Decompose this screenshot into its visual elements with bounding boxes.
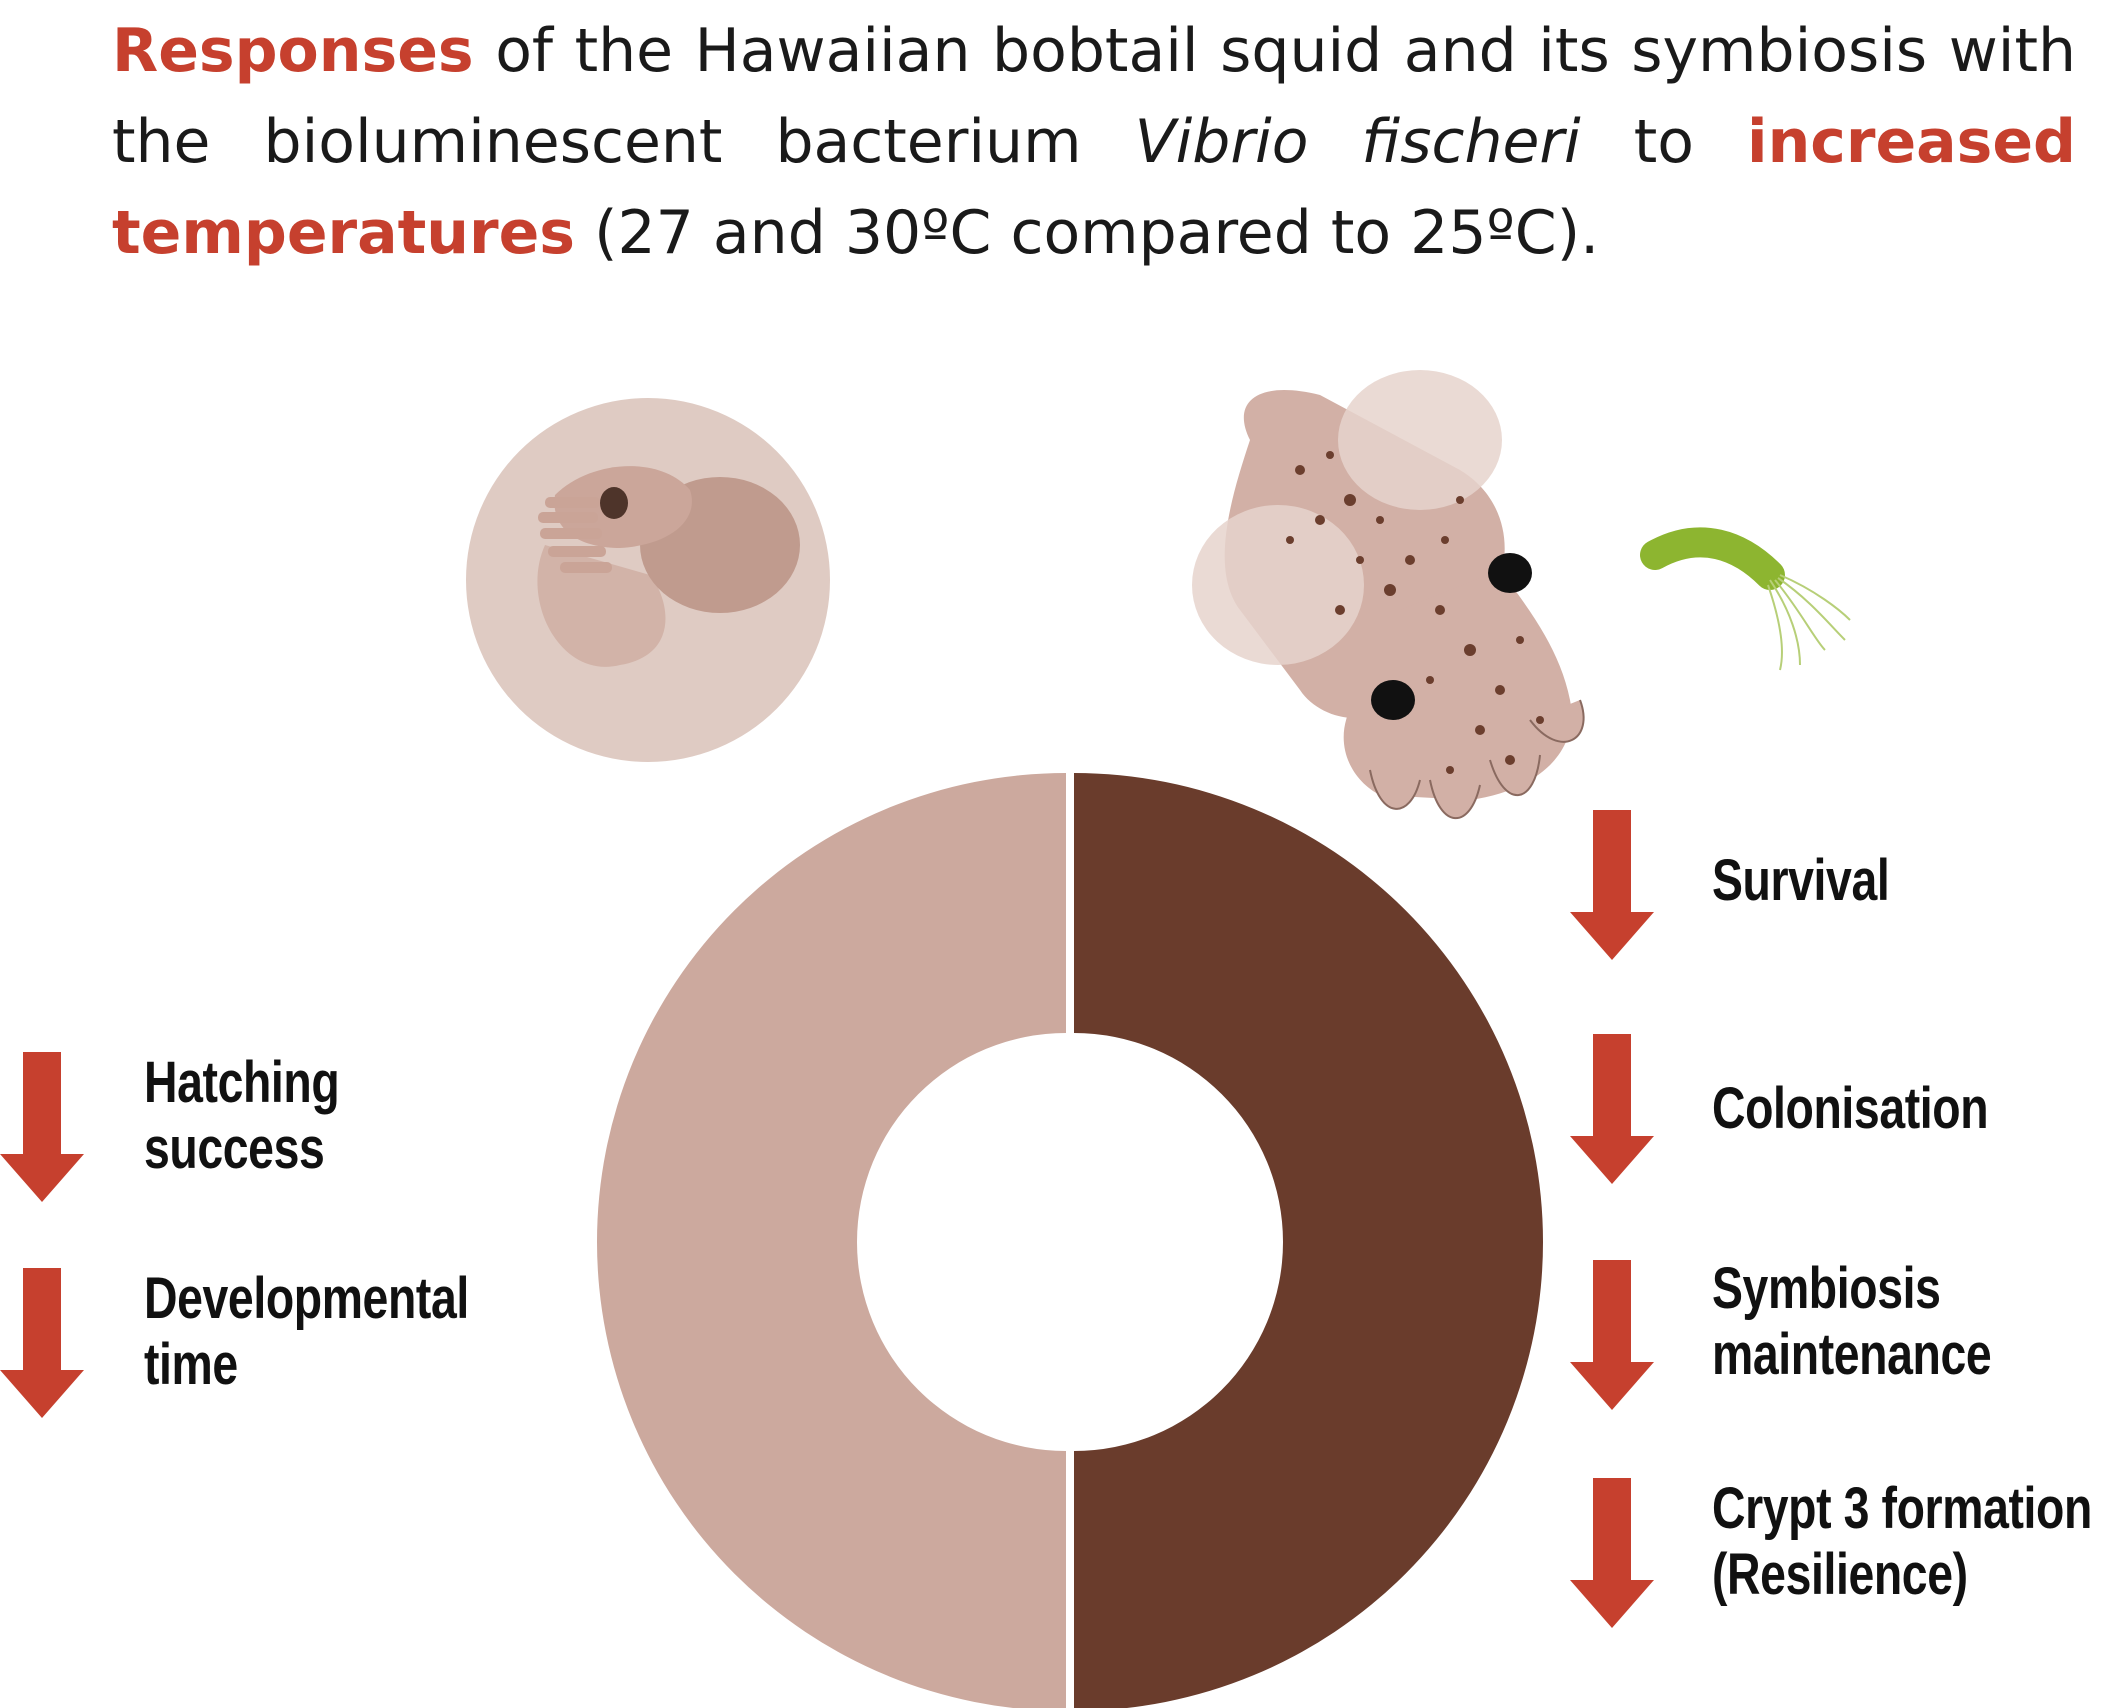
figure-title: Responses of the Hawaiian bobtail squid … bbox=[112, 6, 2076, 279]
effect-line: Hatching bbox=[144, 1050, 340, 1115]
effect-line: Colonisation bbox=[1712, 1076, 1989, 1141]
right-arrows bbox=[1570, 810, 1654, 1628]
vibrio-bacterium-icon bbox=[1640, 527, 1851, 671]
ring-right-half bbox=[1074, 773, 1543, 1708]
effect-line: (Resilience) bbox=[1712, 1542, 1968, 1608]
effect-survival: Survival bbox=[1712, 848, 1890, 914]
effect-line: success bbox=[144, 1116, 325, 1182]
title-text-3: (27 and 30ºC compared to 25ºC). bbox=[575, 198, 1600, 268]
effect-line: maintenance bbox=[1712, 1322, 1992, 1388]
effect-line: Survival bbox=[1712, 848, 1890, 913]
title-text-2: to bbox=[1580, 107, 1747, 177]
juvenile-squid-icon bbox=[1192, 370, 1585, 820]
down-arrow-icon bbox=[1570, 1260, 1654, 1410]
effect-line: Symbiosis bbox=[1712, 1256, 1941, 1321]
down-arrow-icon bbox=[0, 1052, 84, 1202]
down-arrow-icon bbox=[1570, 810, 1654, 960]
effect-crypt3-formation: Crypt 3 formation (Resilience) bbox=[1712, 1476, 2092, 1608]
effect-hatching-success: Hatching success bbox=[144, 1050, 340, 1182]
squid-egg-icon bbox=[466, 398, 830, 762]
effect-colonisation: Colonisation bbox=[1712, 1076, 1989, 1142]
ring-left-half bbox=[597, 773, 1066, 1708]
effect-line: Crypt 3 formation bbox=[1712, 1476, 2092, 1541]
title-highlight-temperatures: increased temperatures bbox=[112, 107, 2076, 268]
title-text-1: of the Hawaiian bobtail squid and its sy… bbox=[112, 16, 2076, 177]
down-arrow-icon bbox=[1570, 1478, 1654, 1628]
left-arrows bbox=[0, 1052, 84, 1418]
donut-ring bbox=[597, 773, 1543, 1708]
down-arrow-icon bbox=[1570, 1034, 1654, 1184]
effect-line: time bbox=[144, 1332, 238, 1398]
title-highlight-responses: Responses bbox=[112, 16, 474, 86]
title-species: Vibrio fischeri bbox=[1134, 107, 1581, 177]
down-arrow-icon bbox=[0, 1268, 84, 1418]
effect-line: Developmental bbox=[144, 1266, 469, 1331]
effect-symbiosis-maintenance: Symbiosis maintenance bbox=[1712, 1256, 1992, 1388]
effect-developmental-time: Developmental time bbox=[144, 1266, 469, 1398]
